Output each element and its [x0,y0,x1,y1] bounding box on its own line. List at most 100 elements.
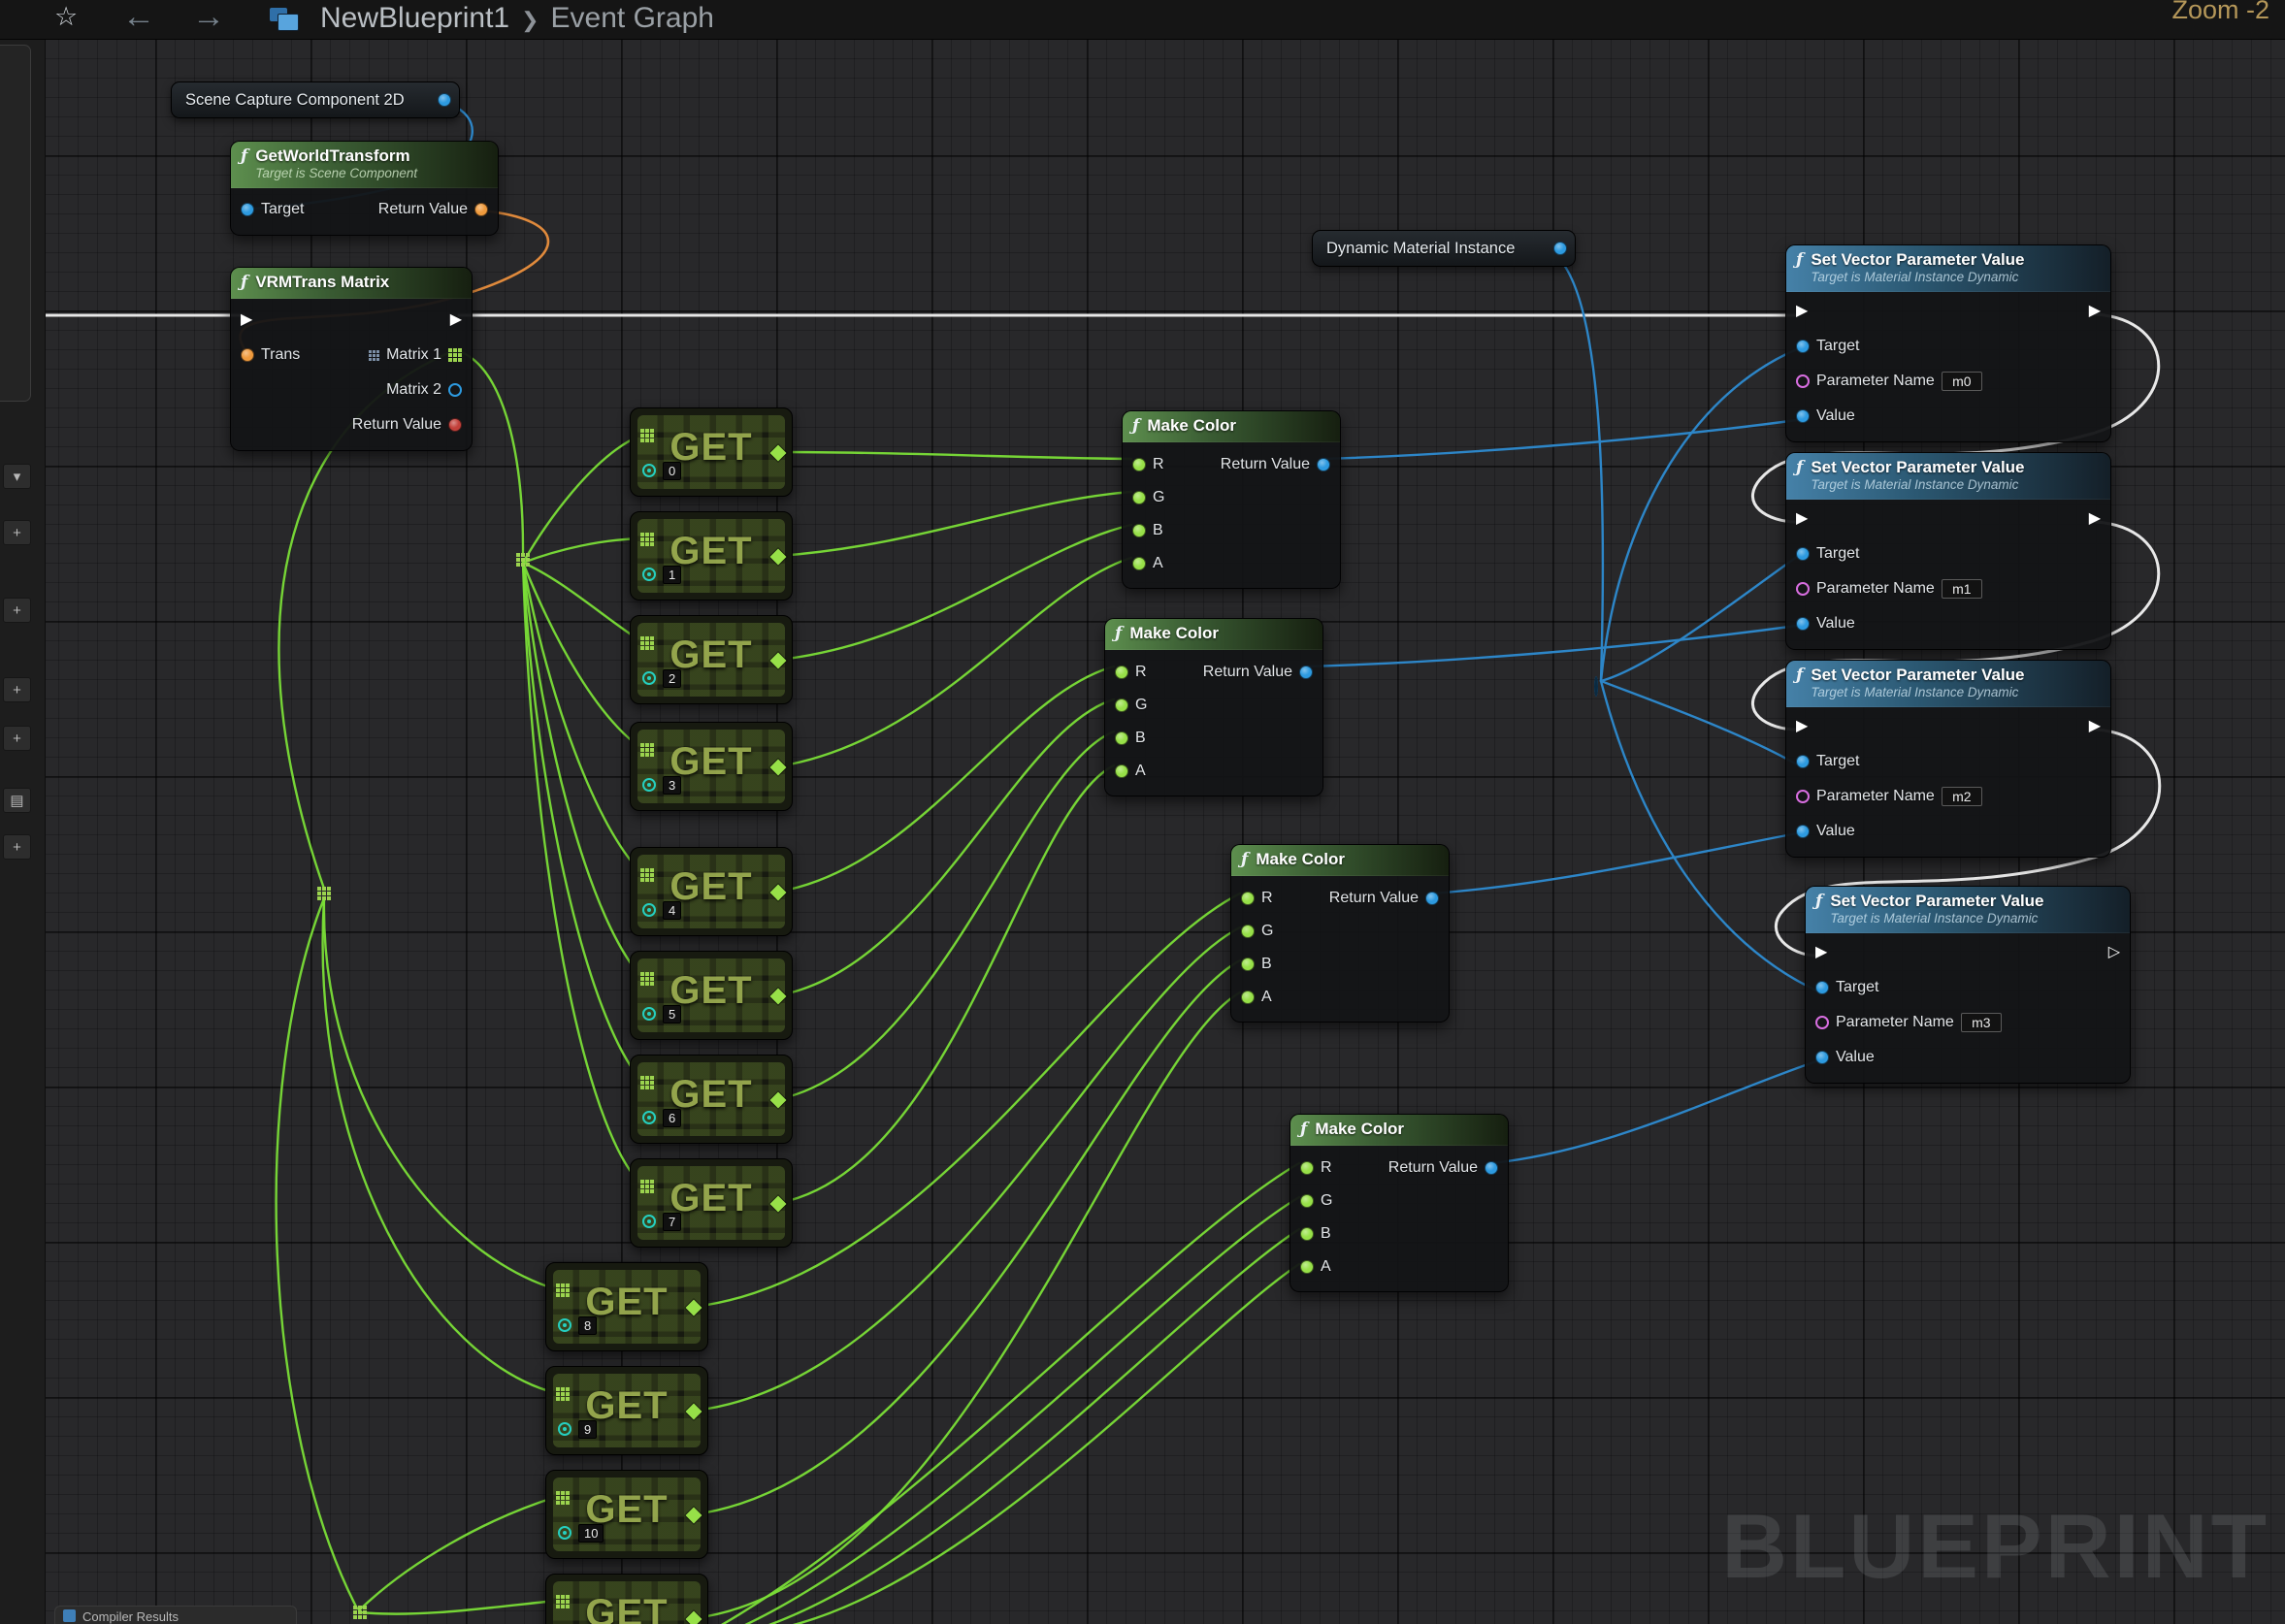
wire[interactable] [523,563,642,978]
b-input-pin[interactable] [1115,731,1128,745]
wire[interactable] [1601,681,1816,991]
value-input-pin[interactable] [1796,617,1810,631]
index-value-field[interactable]: 6 [663,1109,681,1127]
node-set-vector-parameter-value[interactable]: ƒ Set Vector Parameter Value Target is M… [1785,660,2111,858]
back-button[interactable]: ← [122,0,155,36]
parameter-name-field[interactable]: m2 [1942,787,1982,806]
index-input-pin[interactable] [642,671,656,685]
index-input-pin[interactable] [642,1007,656,1021]
wire[interactable] [523,563,642,874]
wire[interactable] [323,898,556,1393]
return-value-output-pin[interactable] [1299,666,1313,679]
node-set-vector-parameter-value[interactable]: ƒ Set Vector Parameter Value Target is M… [1785,452,2111,650]
target-input-pin[interactable] [1815,981,1829,994]
matrix1-array-output-pin[interactable] [448,348,462,362]
wire[interactable] [743,1197,1299,1624]
node-make-color[interactable]: ƒ Make Color R Return Value G B [1104,618,1323,796]
return-value-output-pin[interactable] [1317,458,1330,471]
index-input-pin[interactable] [642,464,656,477]
index-value-field[interactable]: 8 [578,1316,597,1335]
target-input-pin[interactable] [1796,340,1810,353]
index-value-field[interactable]: 2 [663,669,681,688]
value-input-pin[interactable] [1796,409,1810,423]
wire[interactable] [779,558,1131,766]
exec-input-pin[interactable] [1815,945,1827,960]
index-value-field[interactable]: 4 [663,901,681,920]
b-input-pin[interactable] [1300,1227,1314,1241]
value-input-pin[interactable] [1796,825,1810,838]
exec-input-pin[interactable] [1796,511,1808,527]
node-getworldtransform[interactable]: ƒ GetWorldTransform Target is Scene Comp… [230,141,499,236]
parameter-name-field[interactable]: m1 [1942,579,1982,599]
panel-button[interactable]: ▤ [3,788,31,813]
node-vrmtrans-matrix[interactable]: ƒ VRMTrans Matrix Trans Matrix 1 Matrix … [230,267,473,451]
array-get-node[interactable]: GET 0 [630,407,793,497]
return-value-output-pin[interactable] [1485,1161,1498,1175]
node-header[interactable]: ƒ Make Color [1123,411,1340,442]
index-value-field[interactable]: 0 [663,462,681,480]
a-input-pin[interactable] [1241,991,1255,1004]
breadcrumb-event-graph[interactable]: Event Graph [551,2,714,35]
parameter-name-field[interactable]: m3 [1961,1013,2002,1032]
index-value-field[interactable]: 3 [663,776,681,795]
wire[interactable] [1306,626,1797,666]
wire[interactable] [779,666,1114,892]
exec-output-pin[interactable] [2108,945,2120,960]
wire[interactable] [523,435,642,563]
b-input-pin[interactable] [1241,958,1255,971]
value-input-pin[interactable] [1815,1051,1829,1064]
parameter-name-input-pin[interactable] [1796,582,1810,596]
array-get-node[interactable]: GET 4 [630,847,793,936]
add-button[interactable]: + [3,726,31,751]
variable-node-scene-capture[interactable]: Scene Capture Component 2D [171,81,460,118]
r-input-pin[interactable] [1241,892,1255,905]
add-button[interactable]: + [3,834,31,860]
wire[interactable] [720,1163,1299,1624]
wire[interactable] [1323,420,1797,459]
array-get-node[interactable]: GET 11 [545,1574,708,1624]
wire[interactable] [523,563,642,1186]
index-value-field[interactable]: 10 [578,1524,604,1543]
array-get-node[interactable]: GET 2 [630,615,793,704]
array-get-node[interactable]: GET 10 [545,1470,708,1559]
g-input-pin[interactable] [1132,491,1146,504]
node-make-color[interactable]: ƒ Make Color R Return Value G B [1289,1114,1509,1292]
node-header[interactable]: ƒ Make Color [1105,619,1322,650]
node-make-color[interactable]: ƒ Make Color R Return Value G B [1230,844,1450,1023]
wire[interactable] [790,1264,1299,1624]
add-button[interactable]: + [3,598,31,623]
wire[interactable] [1601,349,1797,681]
favorite-star-icon[interactable]: ☆ [54,2,78,32]
windows-icon[interactable] [270,8,299,30]
wire[interactable] [523,538,642,563]
return-value-output-pin[interactable] [474,203,488,216]
wire[interactable] [523,563,642,1082]
wire[interactable] [523,563,642,642]
wire[interactable] [767,1229,1299,1624]
index-input-pin[interactable] [642,903,656,917]
r-input-pin[interactable] [1115,666,1128,679]
array-get-node[interactable]: GET 9 [545,1366,708,1455]
node-header[interactable]: ƒ Set Vector Parameter Value Target is M… [1786,453,2110,500]
wire[interactable] [523,563,642,749]
array-get-node[interactable]: GET 8 [545,1262,708,1351]
breadcrumb-blueprint[interactable]: NewBlueprint1 [320,2,509,35]
forward-button[interactable]: → [192,0,225,36]
exec-input-pin[interactable] [1796,304,1808,319]
index-input-pin[interactable] [642,568,656,581]
wire[interactable] [361,1601,556,1614]
node-header[interactable]: ƒ Set Vector Parameter Value Target is M… [1786,661,2110,707]
r-input-pin[interactable] [1132,458,1146,471]
node-set-vector-parameter-value[interactable]: ƒ Set Vector Parameter Value Target is M… [1785,244,2111,442]
node-header[interactable]: ƒ Make Color [1231,845,1449,876]
node-make-color[interactable]: ƒ Make Color R Return Value G B [1122,410,1341,589]
wire[interactable] [1601,681,1797,764]
object-output-pin[interactable] [438,93,451,107]
wire[interactable] [779,525,1131,660]
array-get-node[interactable]: GET 7 [630,1158,793,1248]
array-get-node[interactable]: GET 5 [630,951,793,1040]
wire[interactable] [779,492,1131,556]
exec-output-pin[interactable] [2089,719,2101,734]
wire[interactable] [1491,1061,1816,1163]
